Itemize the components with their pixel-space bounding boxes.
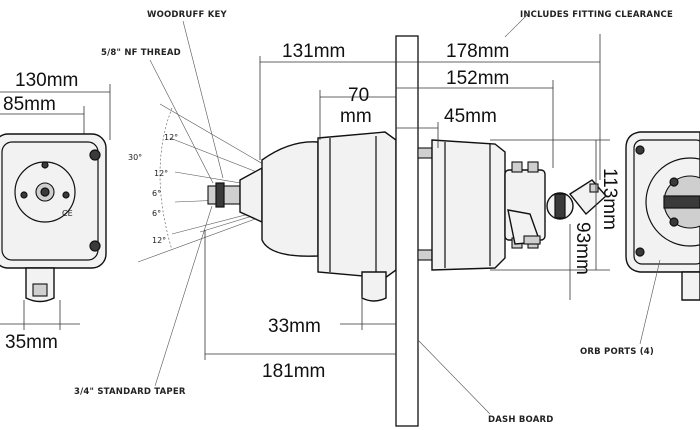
label-fitting-clearance: INCLUDES FITTING CLEARANCE <box>520 10 673 20</box>
ce-mark: CE <box>62 209 73 218</box>
dim-85mm: 85mm <box>3 94 56 115</box>
dim-152mm: 152mm <box>446 68 509 89</box>
angle-12-top: 12° <box>164 133 178 142</box>
dim-70-value: 70 <box>348 85 369 106</box>
angle-30: 30° <box>128 153 142 162</box>
rear-housing <box>625 131 700 273</box>
label-standard-taper: 3/4" STANDARD TAPER <box>74 387 186 397</box>
label-dash-board: DASH BOARD <box>488 415 553 425</box>
dim-113mm: 113mm <box>599 168 620 230</box>
dim-35mm: 35mm <box>5 332 58 353</box>
angle-12-upper: 12° <box>154 169 168 178</box>
helm-cone <box>261 141 319 257</box>
dim-131mm: 131mm <box>282 41 345 62</box>
angle-6-upper: 6° <box>152 189 161 198</box>
angle-12-bottom: 12° <box>152 236 166 245</box>
dim-178mm: 178mm <box>446 41 509 62</box>
pump-housing <box>431 139 506 271</box>
dim-33mm: 33mm <box>268 316 321 337</box>
dim-70-unit: mm <box>340 106 372 127</box>
label-nf-thread: 5/8" NF THREAD <box>101 48 181 58</box>
dim-181mm: 181mm <box>262 361 325 382</box>
rear-view: ORB PORTS (4) <box>580 131 700 357</box>
dash-board <box>395 35 419 427</box>
label-woodruff-key: WOODRUFF KEY <box>147 10 227 20</box>
dim-130mm: 130mm <box>15 70 78 91</box>
angle-6-lower: 6° <box>152 209 161 218</box>
label-orb-ports: ORB PORTS (4) <box>580 347 654 357</box>
dim-93mm: 93mm <box>572 222 593 275</box>
dim-45mm: 45mm <box>444 106 497 127</box>
front-view: 130mm 85mm CE 35mm <box>0 70 111 353</box>
side-view <box>207 35 607 427</box>
